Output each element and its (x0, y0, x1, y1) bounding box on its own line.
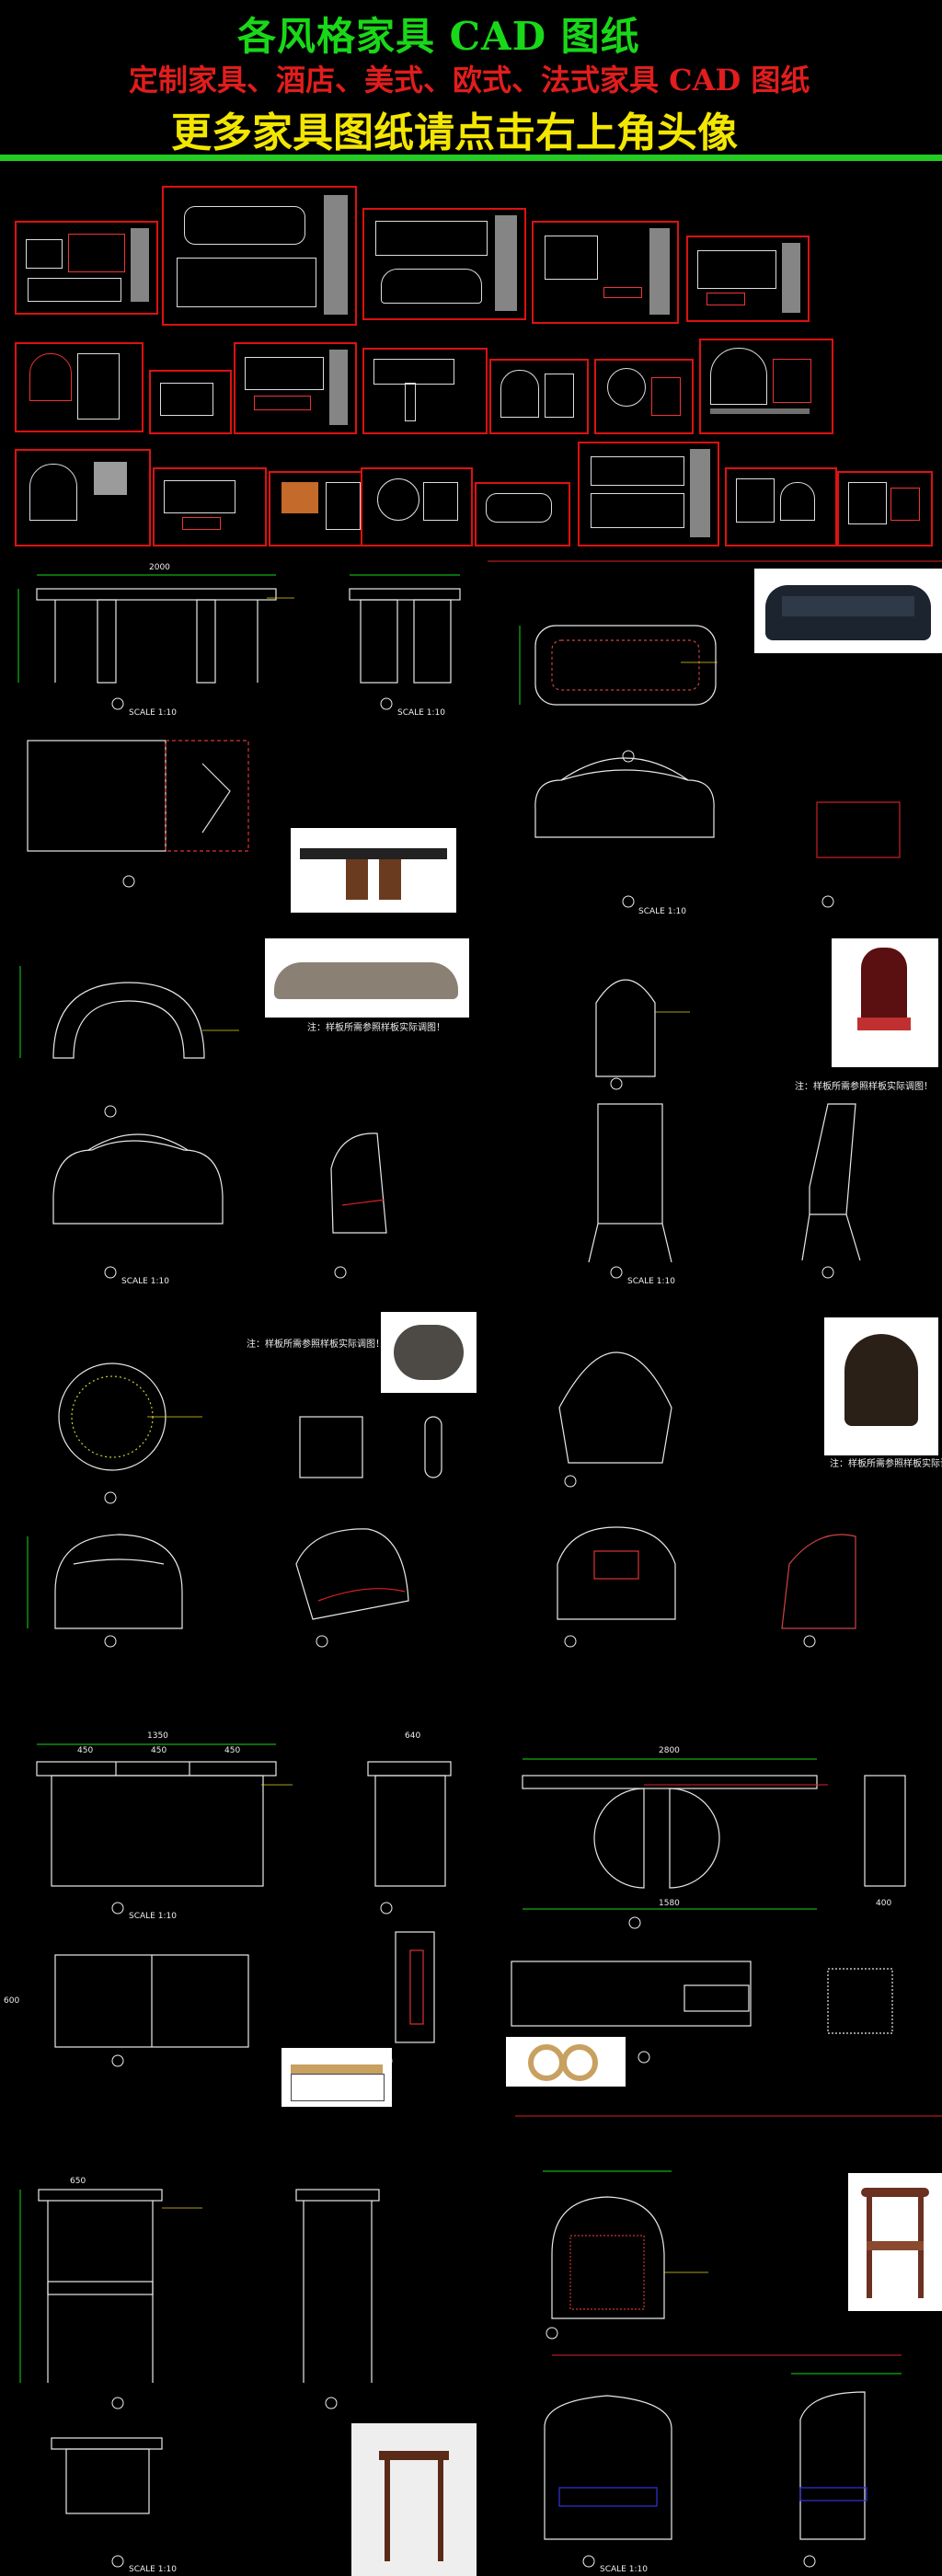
armchair-photo (381, 1312, 477, 1393)
drawing-sheet-thumbnail[interactable] (269, 471, 373, 546)
header-divider (0, 155, 942, 161)
call-to-action[interactable]: 更多家具图纸请点击右上角头像 (171, 109, 738, 156)
sofa-photo (265, 938, 469, 1018)
scale-label: SCALE 1:10 (129, 708, 177, 718)
scale-label: SCALE 1:10 (397, 708, 445, 718)
drawing-sheet-thumbnail[interactable] (594, 359, 694, 434)
drawing-sheet-thumbnail[interactable] (149, 370, 232, 434)
dimension-label: 650 (70, 2177, 86, 2186)
dimension-label: 2800 (659, 1746, 680, 1755)
drawing-sheet-thumbnail[interactable] (15, 342, 144, 432)
drawing-sheet-thumbnail[interactable] (362, 348, 488, 434)
scale-label: SCALE 1:10 (121, 1277, 169, 1286)
drawing-sheet-thumbnail[interactable] (234, 342, 357, 434)
dimension-label: 450 (224, 1746, 241, 1755)
drawing-sheet-thumbnail[interactable] (532, 221, 679, 324)
scale-label: SCALE 1:10 (627, 1277, 675, 1286)
drawing-sheet-thumbnail[interactable] (153, 467, 267, 546)
drawing-note: 注：样板所需参照样板实际调图！ (307, 1023, 445, 1033)
dimension-label: 1350 (147, 1731, 168, 1741)
drawing-note: 注：样板所需参照样板实际调图！ (247, 1340, 385, 1350)
drawing-sheet-thumbnail[interactable] (686, 236, 810, 322)
drawing-sheet-thumbnail[interactable] (475, 482, 570, 546)
scale-label: SCALE 1:10 (638, 907, 686, 916)
drawing-sheet-thumbnail[interactable] (162, 186, 357, 326)
dimension-label: 450 (151, 1746, 167, 1755)
drawing-note: 注：样板所需参照样板实际调图！ (830, 1459, 942, 1469)
drawing-sheet-thumbnail[interactable] (699, 339, 833, 434)
dimension-label: 400 (876, 1899, 892, 1908)
sofa-photo (754, 569, 942, 653)
chinese-chair-photo (351, 2423, 477, 2576)
drawing-sheet-thumbnail[interactable] (725, 467, 837, 546)
page-title: 各风格家具 CAD 图纸 (237, 14, 640, 59)
table-photo (291, 828, 456, 913)
chinese-chair-photo (848, 2173, 942, 2311)
drawing-sheet-thumbnail[interactable] (15, 449, 151, 546)
dimension-label: 2000 (149, 563, 170, 572)
drawing-sheet-thumbnail[interactable] (362, 208, 526, 320)
dimension-label: 640 (405, 1731, 421, 1741)
console-photo (281, 2048, 392, 2107)
drawing-sheet-thumbnail[interactable] (361, 467, 473, 546)
header: 各风格家具 CAD 图纸 定制家具、酒店、美式、欧式、法式家具 CAD 图纸 更… (0, 0, 942, 166)
scale-label: SCALE 1:10 (129, 1912, 177, 1921)
dimension-label: 450 (77, 1746, 94, 1755)
drawing-note: 注：样板所需参照样板实际调图！ (795, 1082, 933, 1092)
armchair-photo (824, 1317, 938, 1455)
scale-label: SCALE 1:10 (600, 2565, 648, 2574)
dimension-label: 1580 (659, 1899, 680, 1908)
drawing-sheet-thumbnail[interactable] (15, 221, 158, 315)
console-photo (506, 2037, 626, 2087)
drawing-sheet-thumbnail[interactable] (837, 471, 933, 546)
drawing-sheet-thumbnail[interactable] (489, 359, 589, 434)
dining-chair-photo (832, 938, 938, 1067)
scale-label: SCALE 1:10 (129, 2565, 177, 2574)
page-subtitle: 定制家具、酒店、美式、欧式、法式家具 CAD 图纸 (129, 63, 810, 98)
dimension-label: 600 (4, 1996, 20, 2006)
drawing-sheet-thumbnail[interactable] (578, 442, 719, 546)
